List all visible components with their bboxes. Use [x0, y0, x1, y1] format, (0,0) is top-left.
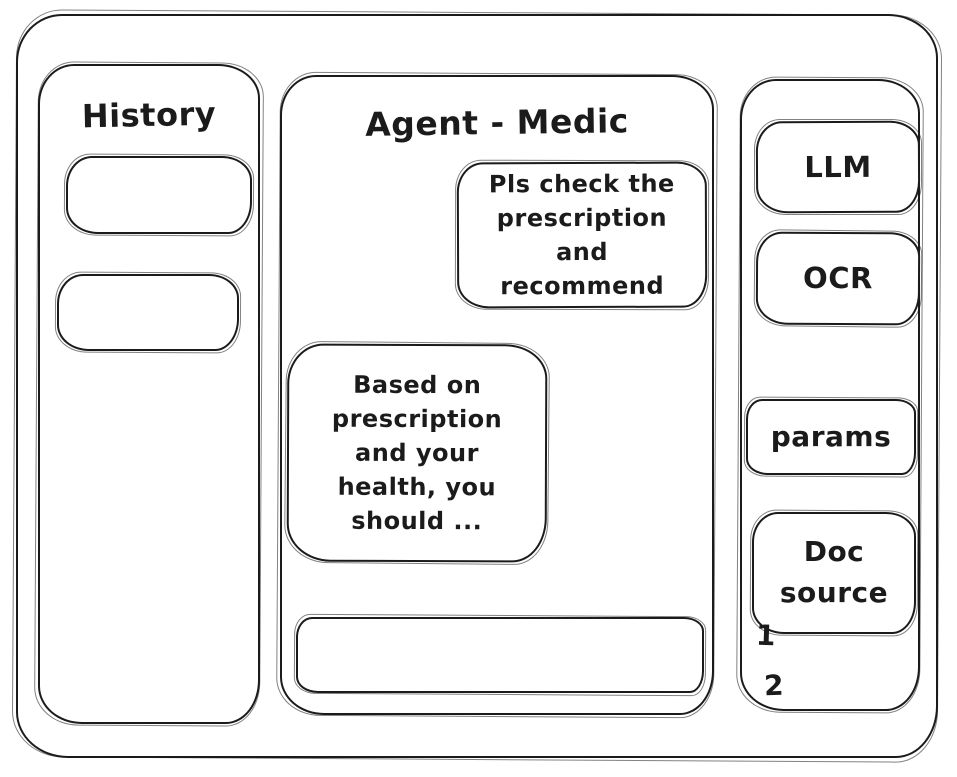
chat-panel: Agent - Medic Pls check the prescription…: [280, 75, 714, 715]
message-input[interactable]: [298, 619, 702, 691]
doc-source-item-2[interactable]: 2: [763, 668, 785, 703]
history-item[interactable]: [57, 274, 239, 351]
chat-title: Agent - Medic: [364, 101, 630, 144]
params-button[interactable]: params: [746, 399, 916, 475]
history-panel: History: [38, 64, 260, 724]
llm-button[interactable]: LLM: [755, 120, 921, 214]
ocr-button[interactable]: OCR: [755, 231, 921, 326]
tools-panel: LLM OCR params Doc source 1 2: [740, 79, 921, 711]
user-message-bubble: Pls check the prescription and recommend: [456, 161, 708, 309]
message-input-box: [296, 617, 704, 693]
assistant-message-bubble: Based on prescription and your health, y…: [286, 343, 548, 563]
app-frame: History Agent - Medic Pls check the pres…: [16, 14, 938, 758]
history-item[interactable]: [66, 156, 252, 234]
doc-source-item-1[interactable]: 1: [755, 618, 777, 653]
history-title: History: [81, 94, 217, 136]
doc-source-button[interactable]: Doc source: [752, 512, 916, 634]
